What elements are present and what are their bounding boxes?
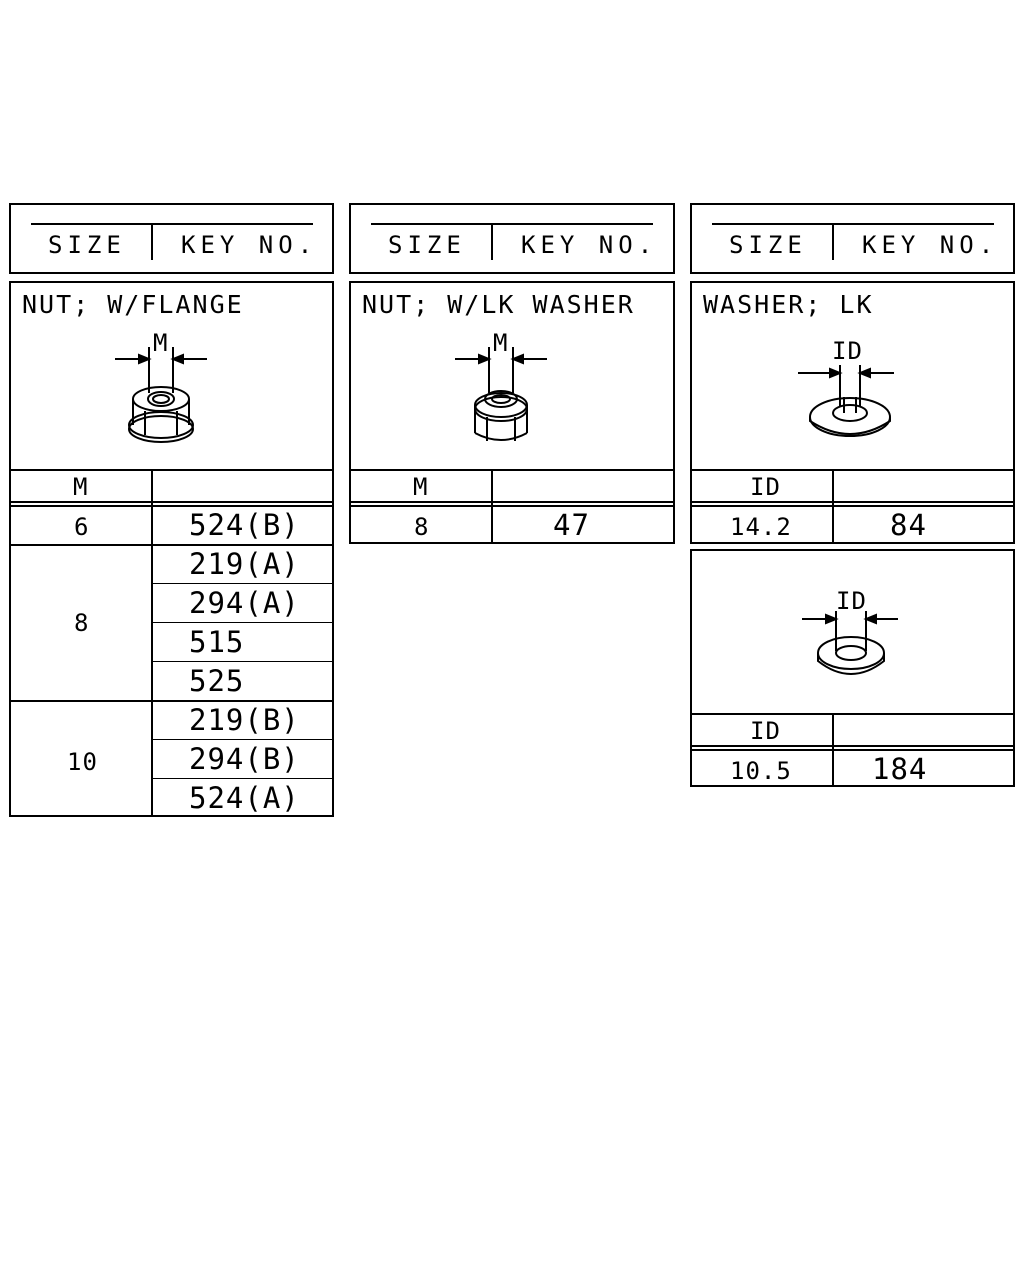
panel-title: WASHER; LK (703, 290, 874, 319)
key-number: 294(A) (189, 586, 300, 620)
header-box-1: SIZE KEY NO. (9, 203, 334, 274)
size-value: 10 (67, 748, 98, 776)
dimension-label: ID (836, 587, 867, 615)
lock-washer-icon (798, 365, 894, 437)
header-box-3: SIZE KEY NO. (690, 203, 1015, 274)
column-label: M (413, 473, 429, 501)
flange-nut-icon (115, 347, 207, 443)
key-number: 219(B) (189, 703, 300, 737)
dimension-label: M (153, 329, 169, 357)
dimension-label: ID (832, 337, 863, 365)
key-number: 184 (872, 752, 928, 786)
key-number: 524(B) (189, 508, 300, 542)
dimension-label: M (493, 329, 509, 357)
size-header: SIZE (729, 231, 807, 259)
size-value: 8 (414, 513, 430, 541)
size-value: 14.2 (730, 513, 792, 541)
key-number: 515 (189, 625, 245, 659)
key-number: 525 (189, 664, 245, 698)
panel-plain-washer: ID ID 10.5 184 (690, 549, 1015, 787)
size-value: 10.5 (730, 757, 792, 785)
key-number: 219(A) (189, 547, 300, 581)
panel-title: NUT; W/LK WASHER (362, 290, 635, 319)
column-label: M (73, 473, 89, 501)
panel-flange-nut: NUT; W/FLANGE M M 6 524(B) 219(A) 294(A (9, 281, 334, 817)
header-box-2: SIZE KEY NO. (349, 203, 675, 274)
plain-washer-icon (802, 611, 898, 675)
size-header: SIZE (48, 231, 126, 259)
key-number: 47 (553, 508, 590, 542)
key-no-header: KEY NO. (181, 231, 318, 259)
size-value: 8 (74, 609, 90, 637)
panel-lock-washer-nut: NUT; W/LK WASHER M M 8 47 (349, 281, 675, 544)
size-value: 6 (74, 513, 90, 541)
key-no-header: KEY NO. (521, 231, 658, 259)
panel-lock-washer: WASHER; LK ID ID 14.2 84 (690, 281, 1015, 544)
panel-title: NUT; W/FLANGE (22, 290, 244, 319)
key-number: 84 (890, 508, 927, 542)
column-label: ID (750, 473, 781, 501)
key-no-header: KEY NO. (862, 231, 999, 259)
size-header: SIZE (388, 231, 466, 259)
key-number: 524(A) (189, 781, 300, 815)
key-number: 294(B) (189, 742, 300, 776)
column-label: ID (750, 717, 781, 745)
lock-washer-nut-icon (455, 347, 547, 441)
